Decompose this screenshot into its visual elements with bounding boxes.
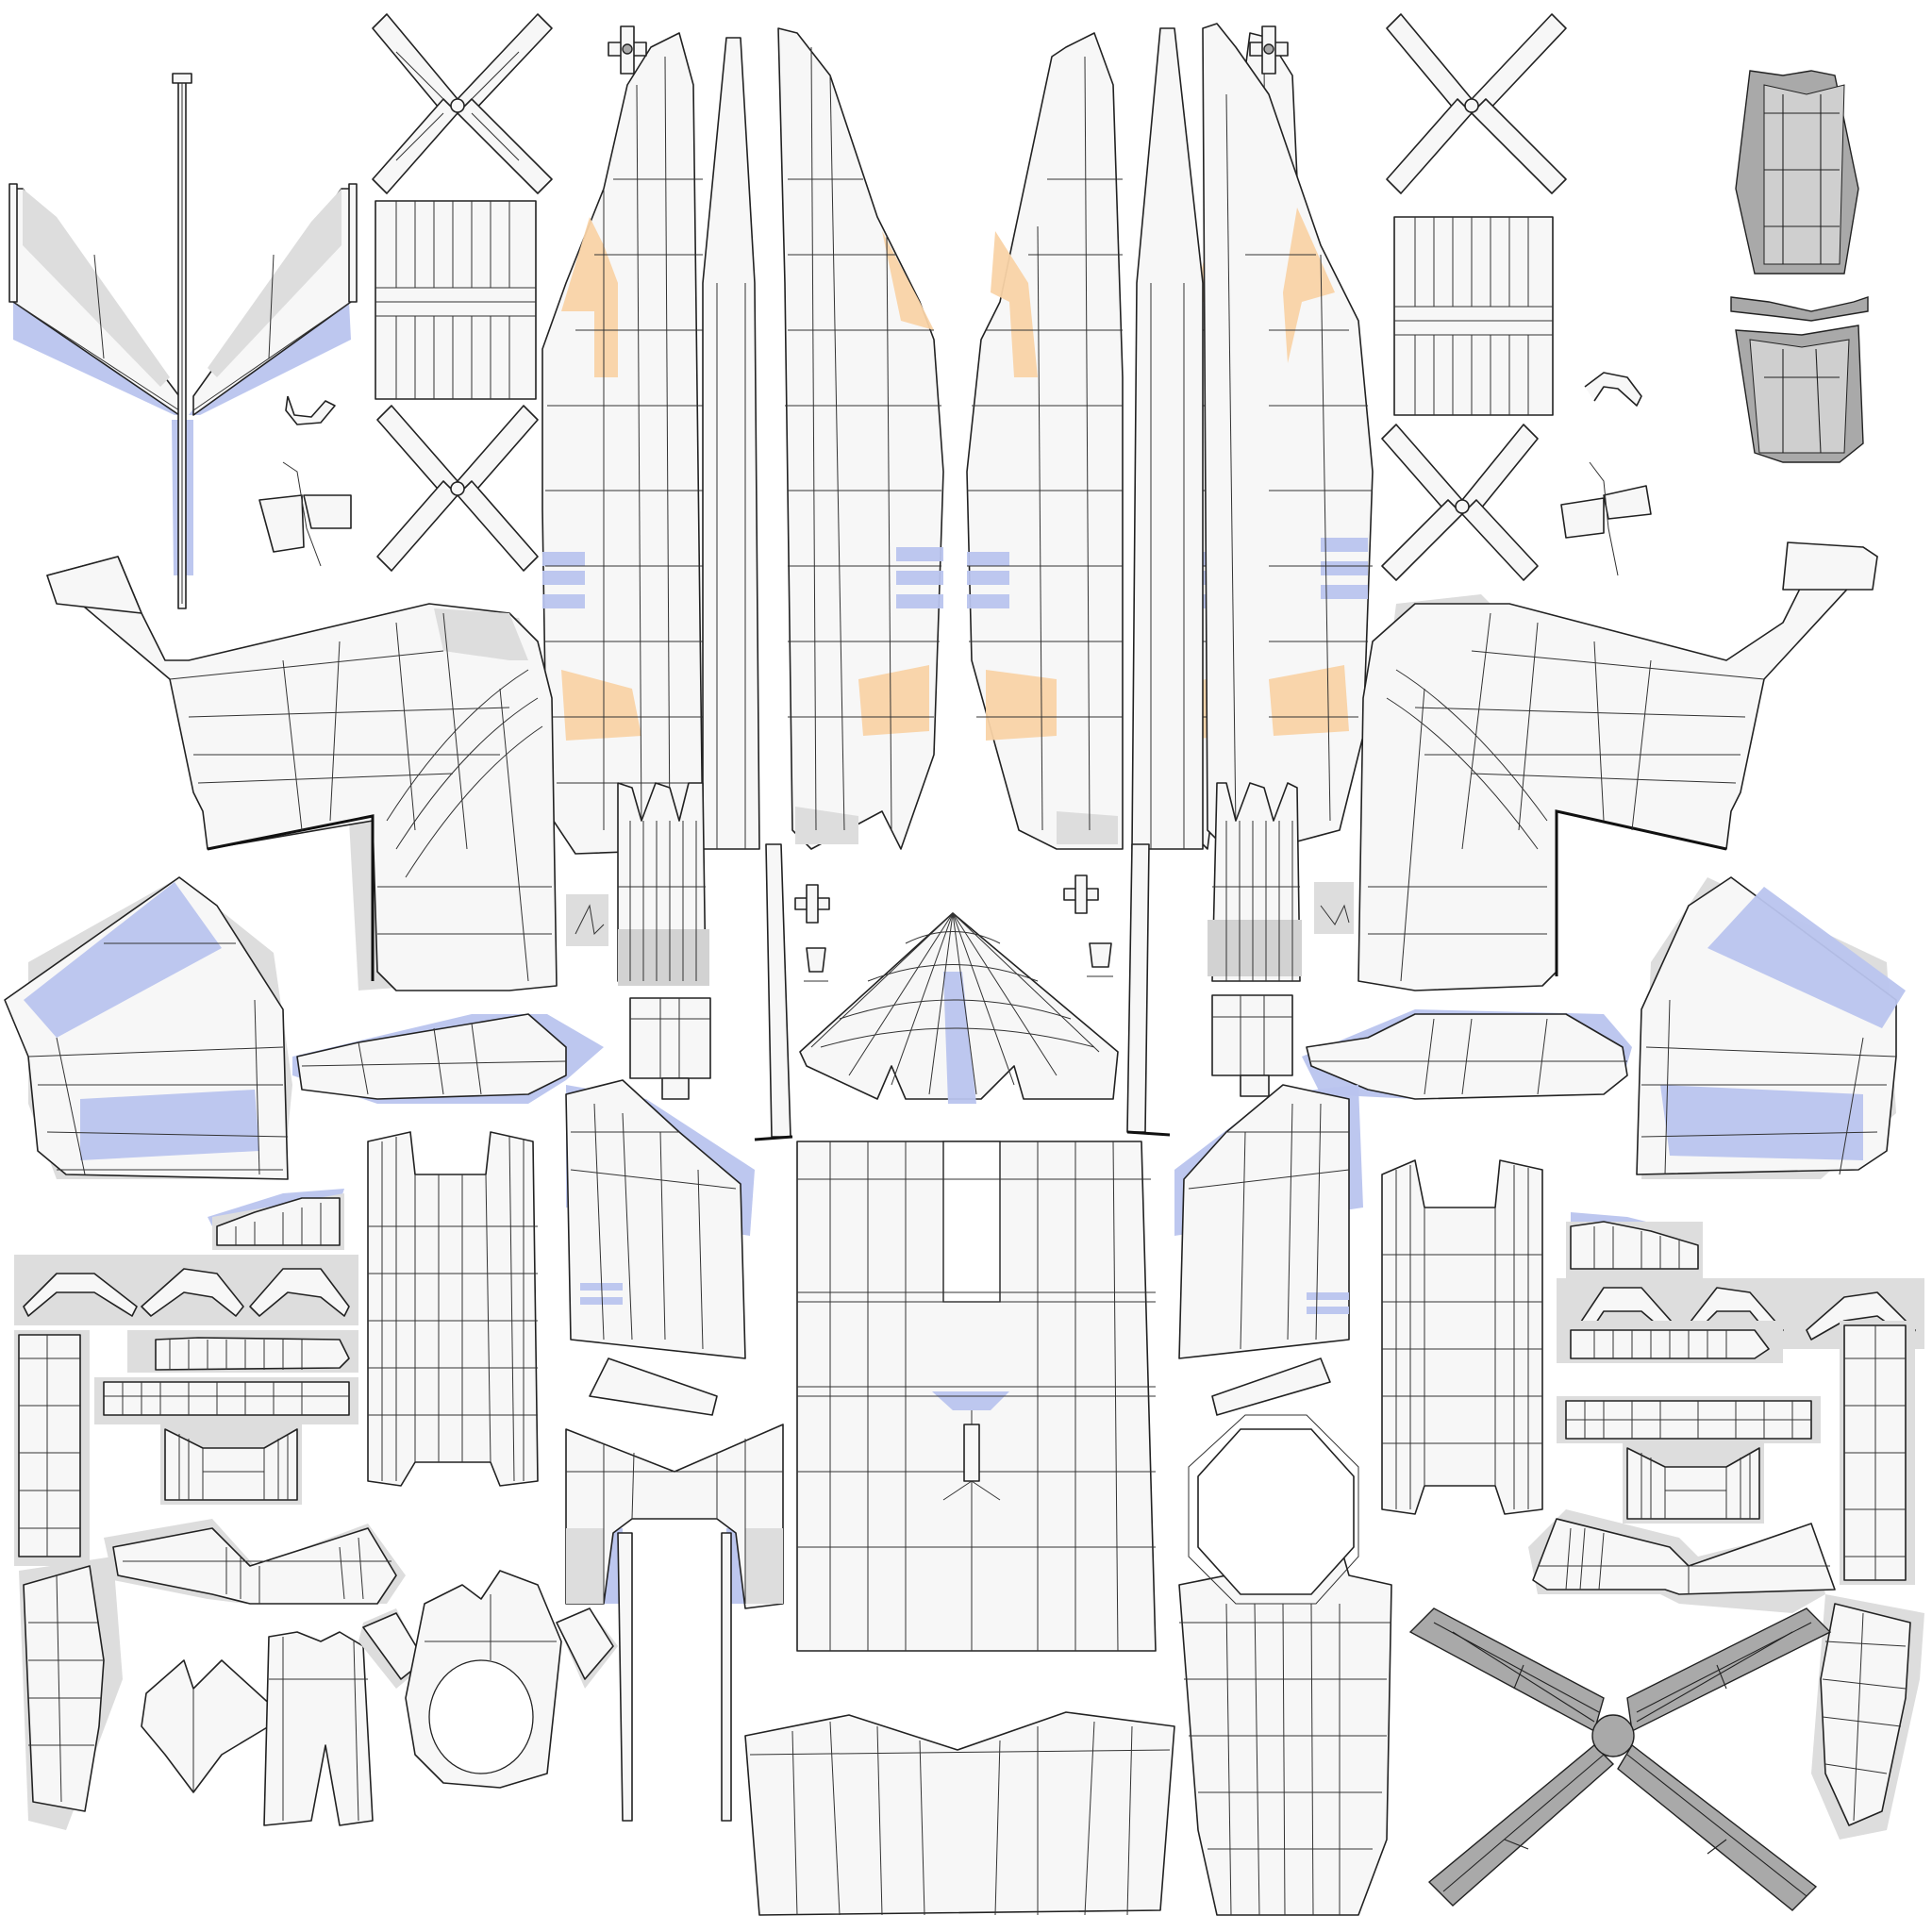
rotor-star-top-right xyxy=(1386,13,1567,194)
cross-icon-b xyxy=(1249,25,1289,75)
cup-icon-b xyxy=(1087,942,1113,977)
rotor-star-mid-left xyxy=(376,405,539,572)
dark-box-bottom xyxy=(1735,325,1864,463)
canopy-octagon xyxy=(1178,1414,1392,1916)
belly-panel xyxy=(796,1141,1157,1652)
bar-strip-left-1 xyxy=(127,1330,358,1373)
fuselage-panel-far-right xyxy=(1202,23,1374,850)
wing-root-left xyxy=(46,556,558,991)
stripe-block-left xyxy=(375,200,537,400)
folded-wing-small xyxy=(141,1659,275,1793)
small-fin-left xyxy=(258,461,352,567)
small-tile-left xyxy=(566,894,608,946)
bowtie-piece-right xyxy=(1528,1509,1836,1613)
stripe-block-right xyxy=(1393,216,1554,416)
fuselage-panel-far-left-mirror xyxy=(966,32,1124,850)
box-piece-right xyxy=(1211,994,1293,1097)
v-wing-island xyxy=(8,73,358,609)
bolt-row-left xyxy=(208,1189,344,1250)
cross-icon-c xyxy=(794,884,830,924)
cross-icon-d xyxy=(1063,874,1099,914)
cockpit-frame-right xyxy=(1174,1084,1363,1416)
nose-fan xyxy=(799,912,1119,1104)
tray-piece-left xyxy=(160,1424,302,1505)
arch-piece xyxy=(565,1424,784,1609)
small-bracket-right xyxy=(1584,372,1642,407)
rod-arch-right xyxy=(721,1532,732,1822)
wing-tip-left xyxy=(46,556,142,614)
cross-icon-a xyxy=(608,25,647,75)
bar-strip-left-2 xyxy=(94,1377,358,1424)
rotor-hub-dark xyxy=(1408,1607,1832,1911)
grid-panel-left xyxy=(367,1131,539,1487)
bent-strip-left xyxy=(19,1557,123,1830)
box-piece-left xyxy=(629,997,711,1100)
tall-strip-left xyxy=(14,1330,90,1566)
rotor-star-top-left xyxy=(372,13,553,194)
bowtie-piece-left xyxy=(104,1519,406,1605)
comb-piece-left xyxy=(617,782,709,986)
wing-root-right xyxy=(1357,546,1878,991)
rod-left xyxy=(754,843,793,1141)
small-bracket-left xyxy=(285,395,336,425)
small-fin-right xyxy=(1560,461,1652,576)
fuselage-panel-left xyxy=(541,32,704,855)
bar-strip-right-1 xyxy=(1557,1321,1783,1363)
bird-piece xyxy=(358,1570,618,1789)
small-tile-right xyxy=(1314,882,1354,934)
tall-strip-right xyxy=(1840,1321,1915,1585)
rotor-star-mid-right xyxy=(1381,424,1539,581)
comb-piece-right xyxy=(1208,782,1302,982)
chevron-row-left xyxy=(14,1255,358,1325)
stabilizer-left xyxy=(4,876,292,1180)
dark-box-top xyxy=(1735,70,1859,275)
bolt-row-right xyxy=(1566,1212,1703,1278)
pod-right xyxy=(1302,1009,1632,1100)
grid-panel-right xyxy=(1381,1159,1543,1515)
dark-band xyxy=(1730,296,1869,322)
pod-left xyxy=(292,1013,604,1104)
cockpit-frame-left xyxy=(565,1079,755,1416)
fuselage-panel-center-left xyxy=(777,27,944,850)
tray-piece-right xyxy=(1623,1443,1764,1524)
tail-boom-lower xyxy=(744,1711,1175,1916)
rod-right xyxy=(1126,843,1171,1137)
rod-arch-left xyxy=(617,1532,633,1822)
bar-strip-right-2 xyxy=(1557,1396,1821,1443)
wing-tip-right xyxy=(1782,541,1878,591)
cup-icon-a xyxy=(804,947,828,982)
spine-strip-right xyxy=(1131,27,1204,850)
spine-strip-left xyxy=(702,37,760,850)
stabilizer-right xyxy=(1636,876,1906,1179)
pants-piece xyxy=(263,1631,374,1826)
bent-strip-right xyxy=(1811,1594,1924,1840)
